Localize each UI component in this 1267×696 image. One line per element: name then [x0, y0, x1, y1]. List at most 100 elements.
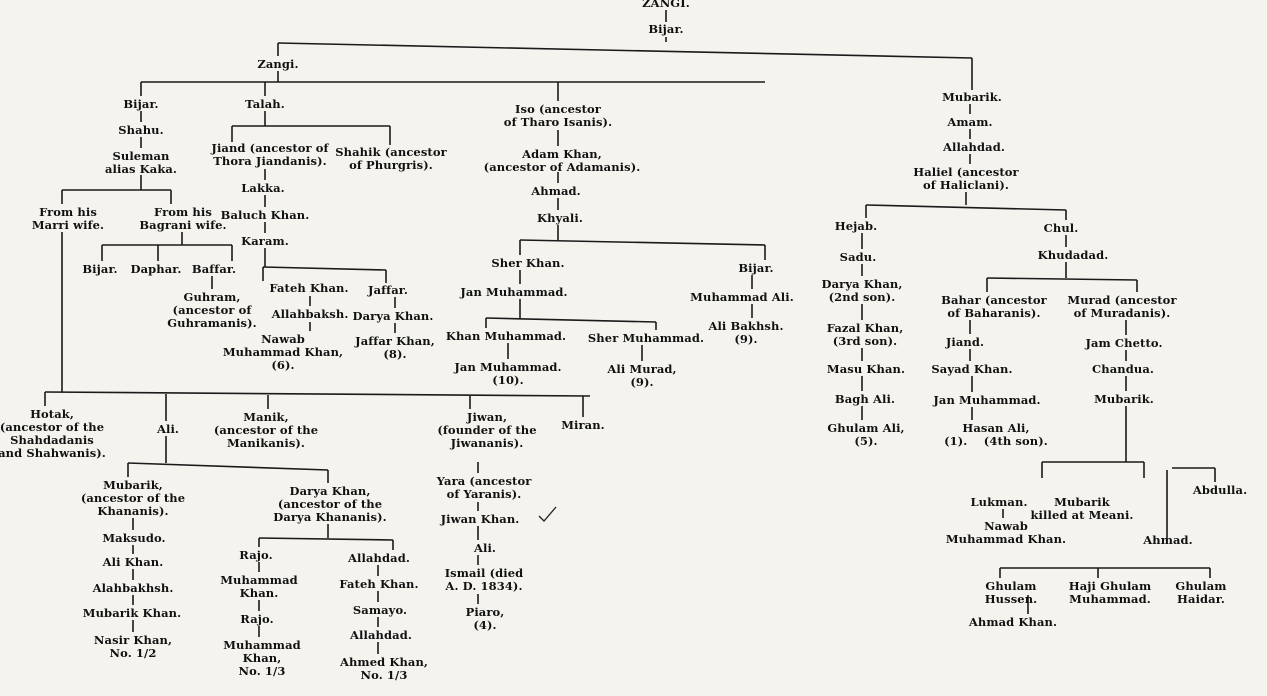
- person-allahdad-r: Allahdad.: [943, 140, 1005, 154]
- tree-connector: [986, 277, 1138, 281]
- person-nasir-khan: Nasir Khan, No. 1/2: [93, 633, 173, 660]
- person-masu-khan: Masu Khan.: [826, 362, 906, 376]
- person-mubarik-khan: Mubarik Khan.: [82, 606, 182, 620]
- person-chandua: Chandua.: [1092, 362, 1154, 376]
- person-bijar-k: Bijar.: [738, 261, 774, 275]
- person-ali-j: Ali.: [473, 541, 497, 555]
- person-mubarik-k: Mubarik, (ancestor of the Khananis).: [80, 478, 186, 518]
- person-ali-murad: Ali Murad, (9).: [607, 362, 677, 389]
- person-ismail: Ismail (died A. D. 1834).: [444, 566, 524, 593]
- person-maksudo: Maksudo.: [102, 531, 166, 545]
- person-khudadad: Khudadad.: [1037, 248, 1109, 262]
- person-lukman: Lukman.: [970, 495, 1028, 509]
- person-bijar-root: Bijar.: [648, 22, 684, 36]
- person-abdulla: Abdulla.: [1192, 483, 1248, 497]
- person-alahbakhsh: Alahbakhsh.: [92, 581, 174, 595]
- person-miran: Miran.: [561, 418, 605, 432]
- person-karam: Karam.: [241, 234, 289, 248]
- person-mubarik-killed: Mubarik killed at Meani.: [1030, 495, 1134, 522]
- person-hasan-ali: Hasan Ali, (1). (4th son).: [944, 421, 1048, 448]
- person-muhammad-ali: Muhammad Ali.: [690, 290, 794, 304]
- person-from-marri: From his Marri wife.: [31, 205, 105, 232]
- person-amam: Amam.: [947, 115, 993, 129]
- tree-connector: [277, 42, 973, 59]
- person-jaffar-khan: Jaffar Khan, (8).: [355, 334, 435, 361]
- person-sher-khan: Sher Khan.: [491, 256, 565, 270]
- person-shahik: Shahik (ancestor of Phurgris).: [335, 145, 447, 172]
- person-ahmad-khan-r: Ahmad Khan.: [968, 615, 1058, 629]
- person-haji-ghulam: Haji Ghulam Muhammad.: [1068, 579, 1152, 606]
- person-bahar: Bahar (ancestor of Baharanis).: [941, 293, 1047, 320]
- person-from-bagrani: From his Bagrani wife.: [139, 205, 227, 232]
- person-talah: Talah.: [245, 97, 285, 111]
- person-allahdad-d: Allahdad.: [348, 551, 410, 565]
- person-khan-muhammad: Khan Muhammad.: [445, 329, 567, 343]
- person-zangi: Zangi.: [257, 57, 299, 71]
- person-ali-bakhsh: Ali Bakhsh. (9).: [708, 319, 784, 346]
- person-suleman: Suleman alias Kaka.: [104, 149, 178, 176]
- person-ali-khan: Ali Khan.: [102, 555, 164, 569]
- person-mubarik-r: Mubarik.: [942, 90, 1002, 104]
- tree-connector: [262, 266, 387, 271]
- person-yara: Yara (ancestor of Yaranis).: [436, 474, 532, 501]
- tree-connector: [865, 204, 1067, 211]
- person-nawab-mk: Nawab Muhammad Khan, (6).: [222, 332, 344, 372]
- tree-connector: [519, 239, 766, 246]
- person-piaro: Piaro, (4).: [465, 605, 505, 632]
- person-baffar: Baffar.: [191, 262, 237, 276]
- person-zangi-top: ZANGI.: [642, 0, 690, 10]
- person-allahdad-d2: Allahdad.: [350, 628, 412, 642]
- person-ali: Ali.: [156, 422, 180, 436]
- person-rajo1: Rajo.: [239, 548, 273, 562]
- person-fazal-khan: Fazal Khan, (3rd son).: [826, 321, 904, 348]
- person-sher-muhammad: Sher Muhammad.: [587, 331, 705, 345]
- person-rajo2: Rajo.: [240, 612, 274, 626]
- person-samayo: Samayo.: [352, 603, 408, 617]
- person-jan-muhammad-b: Jan Muhammad.: [933, 393, 1041, 407]
- person-bagh-ali: Bagh Ali.: [834, 392, 896, 406]
- tree-connector: [485, 317, 657, 323]
- person-ahmad-c: Ahmad.: [531, 184, 581, 198]
- person-fateh-khan-k: Fateh Khan.: [269, 281, 349, 295]
- person-chul: Chul.: [1043, 221, 1079, 235]
- person-jan-muhammad-10: Jan Muhammad. (10).: [454, 360, 562, 387]
- tree-connector: [258, 537, 394, 541]
- person-hejab: Hejab.: [834, 219, 878, 233]
- person-adam-khan: Adam Khan, (ancestor of Adamanis).: [483, 147, 641, 174]
- person-jiwan-khan: Jiwan Khan.: [440, 512, 520, 526]
- person-darya-khan-2: Darya Khan, (2nd son).: [821, 277, 903, 304]
- person-nawab-mk2: Nawab Muhammad Khan.: [945, 519, 1067, 546]
- person-fateh-khan-d: Fateh Khan.: [339, 577, 419, 591]
- person-jaffar: Jaffar.: [368, 283, 408, 297]
- person-muhammad-khan1: Muhammad Khan.: [220, 573, 298, 600]
- person-jan-muhammad-k: Jan Muhammad.: [460, 285, 568, 299]
- person-jiand-b: Jiand.: [945, 335, 985, 349]
- person-guhram: Guhram, (ancestor of Guhramanis).: [167, 290, 257, 330]
- person-ghulam-haidar: Ghulam Haidar.: [1175, 579, 1227, 606]
- check-mark-icon: [538, 506, 557, 522]
- person-muhammad-khan2: Muhammad Khan, No. 1/3: [223, 638, 301, 678]
- tree-connector: [44, 391, 591, 397]
- tree-connector: [127, 462, 329, 471]
- person-jiand: Jiand (ancestor of Thora Jiandanis).: [211, 141, 329, 168]
- person-jiwan: Jiwan, (founder of the Jiwananis).: [437, 410, 537, 450]
- person-baluch-khan: Baluch Khan.: [220, 208, 310, 222]
- person-haliel: Haliel (ancestor of Haliclani).: [913, 165, 1019, 192]
- person-sayad-khan: Sayad Khan.: [931, 362, 1013, 376]
- person-darya-khan-j: Darya Khan.: [352, 309, 434, 323]
- person-jam-chetto: Jam Chetto.: [1085, 336, 1163, 350]
- person-khyali: Khyali.: [537, 211, 583, 225]
- person-ahmed-khan: Ahmed Khan, No. 1/3: [339, 655, 429, 682]
- person-daphar: Daphar.: [130, 262, 182, 276]
- person-hotak: Hotak, (ancestor of the Shahdadanis and …: [0, 407, 106, 460]
- person-manik: Manik, (ancestor of the Manikanis).: [213, 410, 319, 450]
- person-bijar-b: Bijar.: [82, 262, 118, 276]
- person-murad: Murad (ancestor of Muradanis).: [1067, 293, 1177, 320]
- person-mubarik-c: Mubarik.: [1094, 392, 1154, 406]
- person-ghulam-hussen: Ghulam Hussen.: [984, 579, 1038, 606]
- person-ghulam-ali: Ghulam Ali, (5).: [827, 421, 905, 448]
- person-darya-khan-d: Darya Khan, (ancestor of the Darya Khana…: [273, 484, 387, 524]
- person-bijar: Bijar.: [123, 97, 159, 111]
